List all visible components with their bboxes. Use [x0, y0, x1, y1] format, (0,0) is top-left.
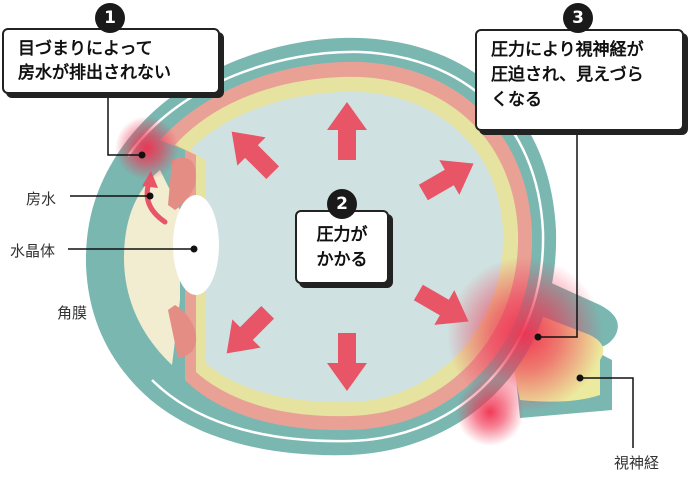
label-lens: 水晶体 — [10, 242, 56, 260]
step-badge-3: 3 — [563, 3, 593, 33]
iris-lower — [168, 305, 197, 358]
leader-lines — [68, 96, 634, 448]
callout-1-line-1: 目づまりによって — [18, 39, 153, 59]
callout-2-line-1: 圧力が — [316, 225, 368, 245]
blockage-glow — [115, 116, 179, 180]
lens — [173, 195, 219, 295]
label-optic-nerve: 視神経 — [614, 454, 660, 472]
callout-optic-nerve-compression: 圧力により視神経が 圧迫され、見えづら くなる — [475, 29, 684, 131]
pressure-arrows — [226, 102, 474, 391]
cornea — [108, 160, 172, 380]
callout-3-line-3: くなる — [491, 90, 542, 110]
callout-blockage: 目づまりによって 房水が排出されない — [2, 28, 220, 94]
callout-1-line-2: 房水が排出されない — [18, 63, 171, 83]
callout-3-line-1: 圧力により視神経が — [491, 40, 644, 60]
iris-upper — [168, 157, 196, 210]
callout-2-line-2: かかる — [316, 250, 368, 270]
callout-3-line-2: 圧迫され、見えづら — [491, 65, 644, 85]
label-cornea: 角膜 — [57, 304, 88, 322]
label-aqueous-humor: 房水 — [26, 190, 57, 208]
anterior-chamber — [124, 170, 180, 365]
optic-pressure-glow — [447, 257, 603, 413]
step-badge-1: 1 — [95, 3, 125, 33]
step-badge-2: 2 — [327, 189, 357, 219]
callout-pressure: 圧力が かかる — [295, 210, 389, 284]
